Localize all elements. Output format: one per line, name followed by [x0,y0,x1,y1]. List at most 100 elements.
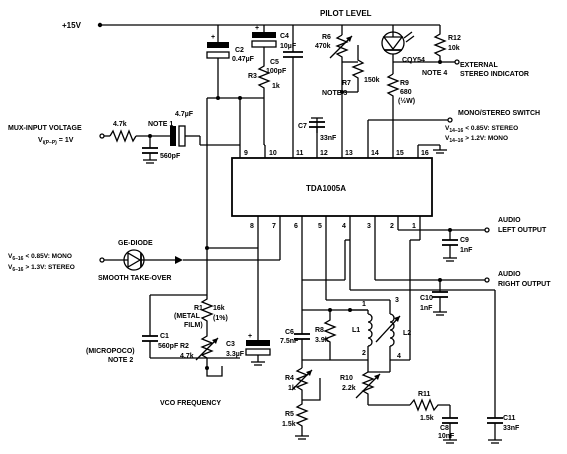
c11-ref: C11 [503,415,516,422]
ic-tda1005a: TDA1005A 9 10 11 12 13 14 15 16 [231,130,433,240]
pin-15: 15 [396,150,404,157]
c3-ref: C3 [226,341,235,348]
svg-text:+: + [211,34,215,41]
ic-bottom-pins: 8 7 6 5 4 3 2 1 [250,216,421,240]
r9-rating: (½W) [398,97,415,105]
pin-2: 2 [390,223,394,230]
led-ref: CQY54 [402,57,425,64]
vco-frequency-label: VCO FREQUENCY [160,400,221,407]
v6-stereo: V6–16> 1.3V: STEREO [8,264,75,273]
c5-value: 100pF [266,68,287,75]
ic-name: TDA1005A [306,184,346,193]
r6-potentiometer: R6 470k [315,25,353,62]
r10-ref: R10 [340,375,353,382]
v6-mono: V6–16< 0.85V: MONO [8,253,72,262]
pin-8: 8 [250,223,254,230]
ge-diode-input: GE-DIODE V6–16< 0.85V: MONO V6–16> 1.3V:… [8,240,281,282]
r12-value: 10k [448,45,460,52]
c3-value: 3.3µF [226,351,245,358]
pin-3: 3 [367,223,371,230]
pin-7: 7 [272,223,276,230]
ge-diode-label: GE-DIODE [118,240,153,247]
r7-resistor: R7 150k NOTE 3 [322,45,380,145]
c9-ref: C9 [460,237,469,244]
r7-ref: R7 [342,80,351,87]
micropoco: (MICROPOCO) [86,348,135,355]
audio-right-line-2: RIGHT OUTPUT [498,281,551,288]
note-3: NOTE 3 [322,90,347,97]
c9-value: 1nF [460,247,473,254]
c8-value: 10nF [438,433,455,440]
r-in-value: 4.7k [113,121,127,128]
vco-network: C1 560pF (MICROPOCO) NOTE 2 R1 16k (META… [86,96,271,407]
r1-ref: R1 [194,305,203,312]
c1-ref: C1 [160,333,169,340]
c-560-value: 560pF [160,153,181,160]
coil-pin-1: 1 [362,301,366,308]
r8-ref: R8 [315,327,324,334]
r12-resistor: R12 10k NOTE 4 EXTERNAL STEREO INDICATOR [422,32,529,78]
pin-1: 1 [412,223,416,230]
r1-value: 16k [213,305,225,312]
c4-value: 10µF [280,43,297,50]
svg-text:+: + [248,333,252,340]
r9-ref: R9 [400,80,409,87]
r7-value: 150k [364,77,380,84]
audio-right-output: C10 1nF AUDIO RIGHT OUTPUT [374,240,551,316]
c1-value: 560pF [158,343,179,350]
coil-pin-2: 2 [362,350,366,357]
pin-9: 9 [244,150,248,157]
c7-value: 33nF [320,135,337,142]
audio-left-line-2: LEFT OUTPUT [498,227,547,234]
mux-input-value: Vi(P–P) = 1V [38,137,74,146]
l2-label: L2 [403,330,411,337]
r4-r5-chain: R4 1k R5 1.5k [282,360,321,440]
c4-ref: C4 [280,33,289,40]
c2-value: 0.47µF [232,56,255,63]
pin-6: 6 [294,223,298,230]
audio-right-line-1: AUDIO [498,271,521,278]
c10-value: 1nF [420,305,433,312]
c7-ref: C7 [298,123,307,130]
ic-top-pins: 9 10 11 12 13 14 15 16 [239,130,429,158]
led-cqy54: CQY54 [381,25,440,64]
r1-note-2: FILM) [184,322,203,329]
r5-ref: R5 [285,411,294,418]
external-indicator-line-1: EXTERNAL [460,62,498,69]
v14-stereo: V14–16< 0.85V: STEREO [445,125,518,134]
r1-note-1: (METAL [174,313,201,320]
r12-ref: R12 [448,35,461,42]
mux-input: MUX-INPUT VOLTAGE Vi(P–P) = 1V 4.7k 560p… [8,111,240,164]
r6-value: 470k [315,43,331,50]
coil-pin-3: 3 [395,297,399,304]
mono-stereo-switch-input: MONO/STEREO SWITCH V14–16< 0.85V: STEREO… [367,110,540,144]
r2-value: 4.7k [180,353,194,360]
c10-ref: C10 [420,295,433,302]
svg-text:+: + [255,25,259,32]
pin-13: 13 [345,150,353,157]
pin-16: 16 [421,150,429,157]
r1-tolerance: (1%) [213,315,228,322]
pilot-filter-network: C6 7.5nF R8 3.9k L1 1 2 L2 3 4 [280,239,420,361]
mux-input-label: MUX-INPUT VOLTAGE [8,125,82,132]
r11-ref: R11 [418,391,431,398]
r4-value: 1k [288,385,296,392]
smooth-takeover: SMOOTH TAKE-OVER [98,275,171,282]
pin16-ground [418,144,447,154]
pin-10: 10 [269,150,277,157]
c5-ref: C5 [270,59,279,66]
r3-ref: R3 [248,73,257,80]
r11-value: 1.5k [420,415,434,422]
mono-stereo-switch-label: MONO/STEREO SWITCH [458,110,540,117]
c6-value: 7.5nF [280,338,299,345]
r10-value: 2.2k [342,385,356,392]
r8-value: 3.9k [315,337,329,344]
audio-left-line-1: AUDIO [498,217,521,224]
coil-pin-4: 4 [397,353,401,360]
r5-value: 1.5k [282,421,296,428]
external-indicator-line-2: STEREO INDICATOR [460,71,529,78]
pin-4: 4 [342,223,346,230]
r10-r11-c8: R10 2.2k R11 1.5k C8 10nF [340,240,495,444]
c6-ref: C6 [285,329,294,336]
